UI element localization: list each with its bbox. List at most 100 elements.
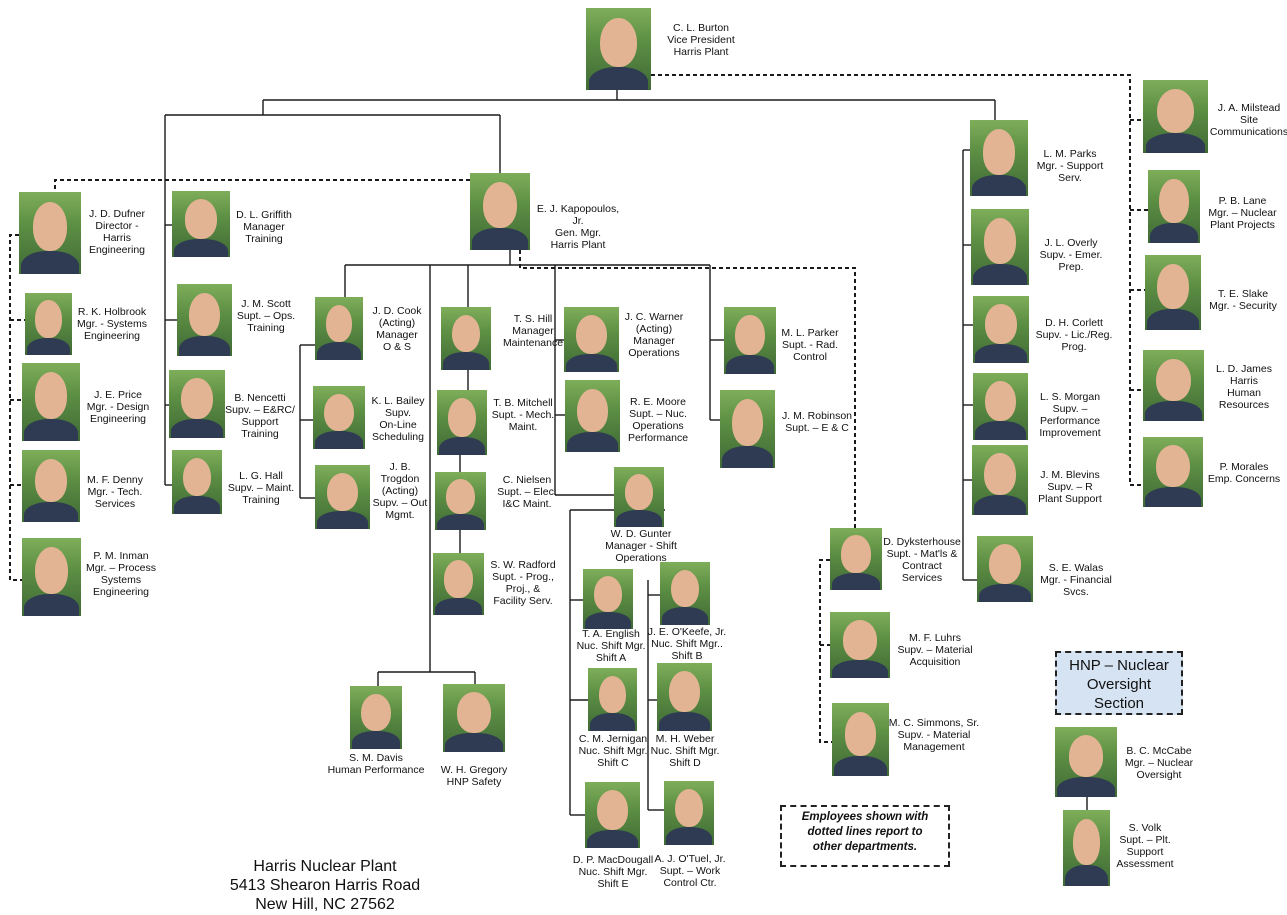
nuclear-oversight-section-box: HNP – Nuclear Oversight Section	[1055, 651, 1183, 715]
oversight-line: HNP – Nuclear	[1069, 657, 1169, 674]
portrait-photo	[315, 297, 363, 360]
portrait-photo	[315, 465, 370, 529]
portrait-photo	[435, 472, 486, 530]
footer-line: New Hill, NC 27562	[255, 896, 395, 913]
portrait-photo	[1055, 727, 1117, 797]
portrait-photo	[22, 450, 80, 522]
portrait-photo	[585, 782, 640, 848]
oversight-line: Section	[1093, 695, 1145, 712]
portrait-photo	[657, 663, 712, 731]
portrait-photo	[437, 390, 487, 455]
portrait-photo	[583, 569, 633, 629]
plant-address-footer: Harris Nuclear Plant 5413 Shearon Harris…	[200, 857, 450, 914]
portrait-photo	[970, 120, 1028, 196]
portrait-photo	[172, 191, 230, 257]
portrait-photo	[1143, 80, 1208, 153]
person-label: J. E. O'Keefe, Jr.Nuc. Shift Mgr..Shift …	[647, 626, 727, 662]
portrait-photo	[830, 612, 890, 678]
portrait-photo	[22, 538, 81, 616]
portrait-photo	[972, 445, 1028, 515]
portrait-photo	[971, 209, 1029, 285]
portrait-photo	[441, 307, 491, 370]
portrait-photo	[973, 296, 1029, 363]
footer-line: Harris Nuclear Plant	[253, 858, 397, 875]
portrait-photo	[19, 192, 81, 274]
portrait-photo	[350, 686, 402, 749]
portrait-photo	[1143, 350, 1204, 421]
portrait-photo	[313, 386, 365, 449]
portrait-photo	[588, 668, 637, 731]
portrait-photo	[564, 307, 619, 372]
portrait-photo	[973, 373, 1028, 440]
note-line: Employees shown with	[801, 811, 929, 823]
portrait-photo	[1148, 170, 1200, 243]
portrait-photo	[565, 380, 620, 452]
portrait-photo	[1063, 810, 1110, 886]
oversight-line: Oversight	[1086, 676, 1152, 693]
portrait-photo	[660, 562, 710, 625]
portrait-photo	[586, 8, 651, 90]
note-line: other departments.	[812, 841, 918, 853]
portrait-photo	[614, 467, 664, 527]
portrait-photo	[172, 450, 222, 514]
portrait-photo	[470, 173, 530, 250]
portrait-photo	[22, 363, 80, 441]
portrait-photo	[443, 684, 505, 752]
portrait-photo	[977, 536, 1033, 602]
footer-line: 5413 Shearon Harris Road	[229, 877, 421, 894]
portrait-photo	[433, 553, 484, 615]
portrait-photo	[177, 284, 232, 356]
note-line: dotted lines report to	[807, 826, 923, 838]
portrait-photo	[169, 370, 225, 438]
portrait-photo	[664, 781, 714, 845]
portrait-photo	[1143, 437, 1203, 507]
portrait-photo	[832, 703, 889, 776]
portrait-photo	[724, 307, 776, 374]
portrait-photo	[1145, 255, 1201, 330]
portrait-photo	[830, 528, 882, 590]
portrait-photo	[720, 390, 775, 468]
